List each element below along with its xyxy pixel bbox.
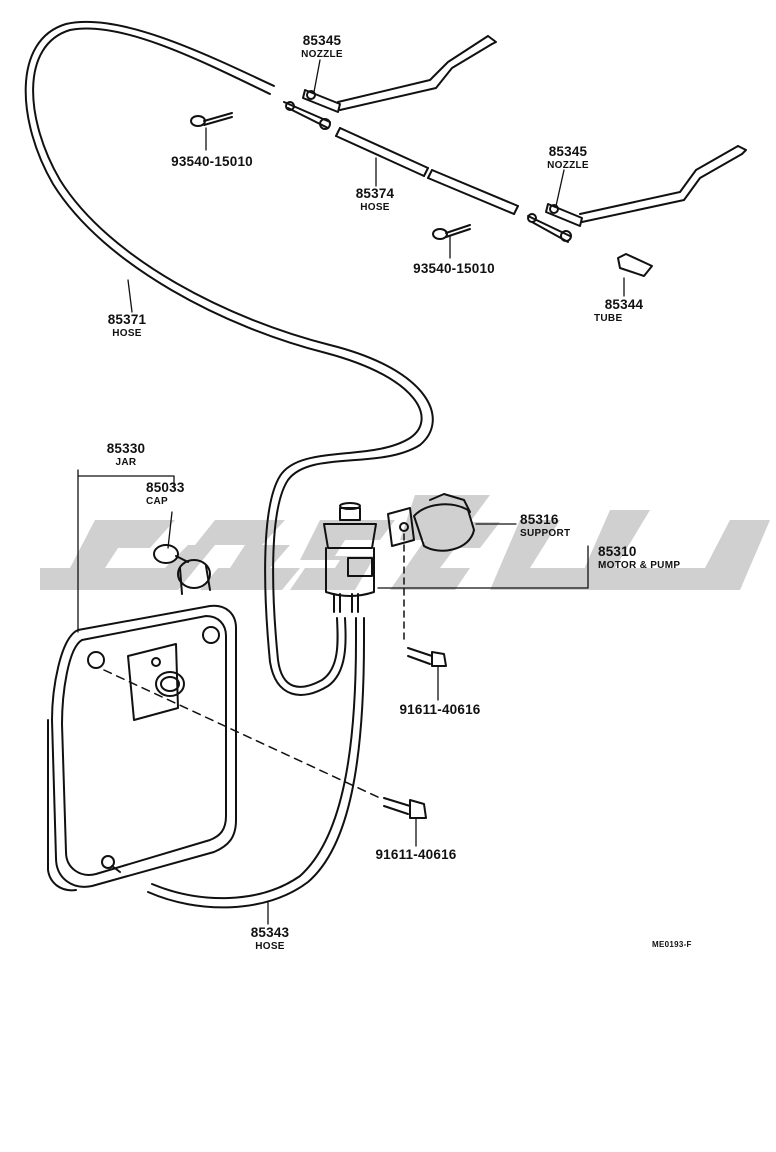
bolt-jar-drawing [383,797,427,819]
label-hose-short: 85374 HOSE [348,187,402,213]
label-nozzle-upper: 85345 NOZZLE [290,34,354,60]
label-support: 85316 SUPPORT [520,513,590,539]
part-name: HOSE [112,327,142,339]
part-number: 85330 [106,441,146,456]
label-bolt-pump: 91611-40616 [390,703,490,717]
part-name: JAR [115,456,137,468]
tube-85344-drawing [617,253,653,277]
part-name: SUPPORT [520,527,571,539]
part-number: 93540-15010 [413,261,495,276]
short-hose-85374-a [335,127,429,177]
label-hose-long: 85371 HOSE [100,313,154,339]
label-screw-lower: 93540-15010 [404,262,504,276]
jar-drawing [47,604,237,892]
bottom-hose-85343 [151,617,357,900]
part-name: MOTOR & PUMP [598,559,681,571]
label-tube: 85344 TUBE [594,298,654,324]
watermark-logo [40,495,770,590]
short-hose-85374-b [427,169,519,215]
part-name: HOSE [255,940,285,952]
part-number: 85344 [604,297,644,312]
label-nozzle-lower: 85345 NOZZLE [536,145,600,171]
part-number: 85033 [146,480,185,495]
nozzle-upper-drawing [283,35,497,130]
part-name: NOZZLE [301,48,343,60]
part-number: 85316 [520,512,559,527]
cap-drawing [153,544,211,595]
support-drawing [387,493,475,552]
drawing-code: ME0193-F [652,940,692,949]
part-number: 85310 [598,544,637,559]
part-number: 85345 [302,33,342,48]
part-number: 85343 [250,925,290,940]
bolt-pump-drawing [407,647,447,667]
part-number: 93540-15010 [171,154,253,169]
part-number: 91611-40616 [375,847,457,862]
part-name: TUBE [594,312,623,324]
long-hose-85371 [32,27,434,688]
screw-upper-drawing [190,112,233,127]
label-screw-upper: 93540-15010 [162,155,262,169]
motor-pump-drawing [323,502,377,613]
label-hose-bottom: 85343 HOSE [240,926,300,952]
label-motor-pump: 85310 MOTOR & PUMP [598,545,708,571]
part-number: 91611-40616 [399,702,481,717]
part-number: 85374 [355,186,395,201]
nozzle-lower-drawing [527,145,747,243]
label-jar: 85330 JAR [96,442,156,468]
part-name: HOSE [360,201,390,213]
label-cap: 85033 CAP [146,481,200,507]
part-name: CAP [146,495,169,507]
label-bolt-jar: 91611-40616 [366,848,466,862]
part-number: 85371 [107,312,147,327]
part-name: NOZZLE [547,159,589,171]
part-number: 85345 [548,144,588,159]
screw-lower-drawing [432,224,471,240]
